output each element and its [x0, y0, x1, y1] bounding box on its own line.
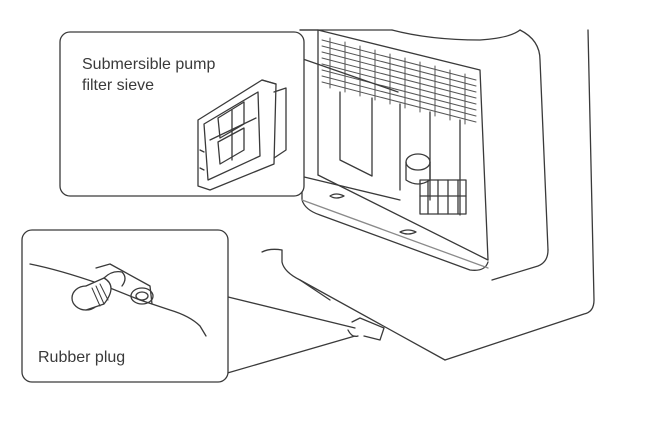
pump-assembly	[405, 153, 467, 215]
grille	[321, 37, 477, 125]
rubber-plug-label: Rubber plug	[38, 349, 126, 366]
callout-rubber-plug	[21, 229, 356, 383]
drain-port	[347, 317, 385, 341]
filter-sieve-label: Submersible pump filter sieve	[82, 54, 215, 96]
filter-sieve-label-line1: Submersible pump	[82, 56, 216, 73]
rubber-plug-drawing	[71, 270, 126, 311]
filter-sieve-drawing	[197, 79, 287, 191]
callout-filter-sieve	[59, 31, 401, 201]
water-tank-compartment	[299, 29, 489, 271]
appliance-body	[261, 29, 595, 361]
filter-sieve-label-line2: filter sieve	[82, 77, 155, 94]
